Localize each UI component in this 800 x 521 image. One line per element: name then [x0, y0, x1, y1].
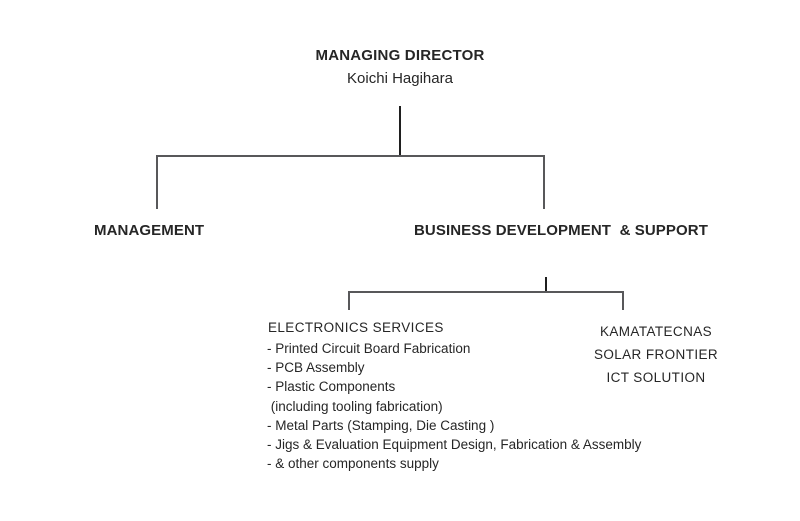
unit-solar-frontier: SOLAR FRONTIER [593, 347, 719, 362]
managing-director-name: Koichi Hagihara [347, 70, 453, 87]
connector-level2-horizontal [156, 155, 545, 157]
list-item: - Metal Parts (Stamping, Die Casting ) [267, 417, 495, 433]
connector-drop-business-units [622, 291, 624, 310]
connector-drop-business-development [543, 155, 545, 209]
list-item: - Plastic Components [267, 379, 396, 395]
list-item: - Printed Circuit Board Fabrication [267, 341, 471, 356]
business-units-list: KAMATATECNAS SOLAR FRONTIER ICT SOLUTION [556, 320, 756, 389]
electronics-services-list: - Printed Circuit Board Fabrication - PC… [267, 339, 641, 473]
list-item: - & other components supply [267, 456, 439, 472]
list-item: (including tooling fabrication) [267, 398, 443, 414]
connector-level3-horizontal [348, 291, 624, 293]
unit-kamatatecnas: KAMATATECNAS [599, 324, 713, 339]
node-management: MANAGEMENT [94, 222, 205, 239]
connector-root-stem [399, 106, 401, 156]
managing-director-title: MANAGING DIRECTOR [315, 47, 485, 64]
list-item: - PCB Assembly [267, 360, 365, 376]
connector-drop-electronics-services [348, 291, 350, 310]
node-business-development-support: BUSINESS DEVELOPMENT & SUPPORT [414, 222, 708, 239]
list-item: - Jigs & Evaluation Equipment Design, Fa… [267, 437, 642, 453]
connector-drop-management [156, 155, 158, 209]
unit-ict-solution: ICT SOLUTION [606, 370, 706, 385]
node-electronics-services-title: ELECTRONICS SERVICES [268, 320, 444, 335]
connector-bds-stem [545, 277, 547, 292]
